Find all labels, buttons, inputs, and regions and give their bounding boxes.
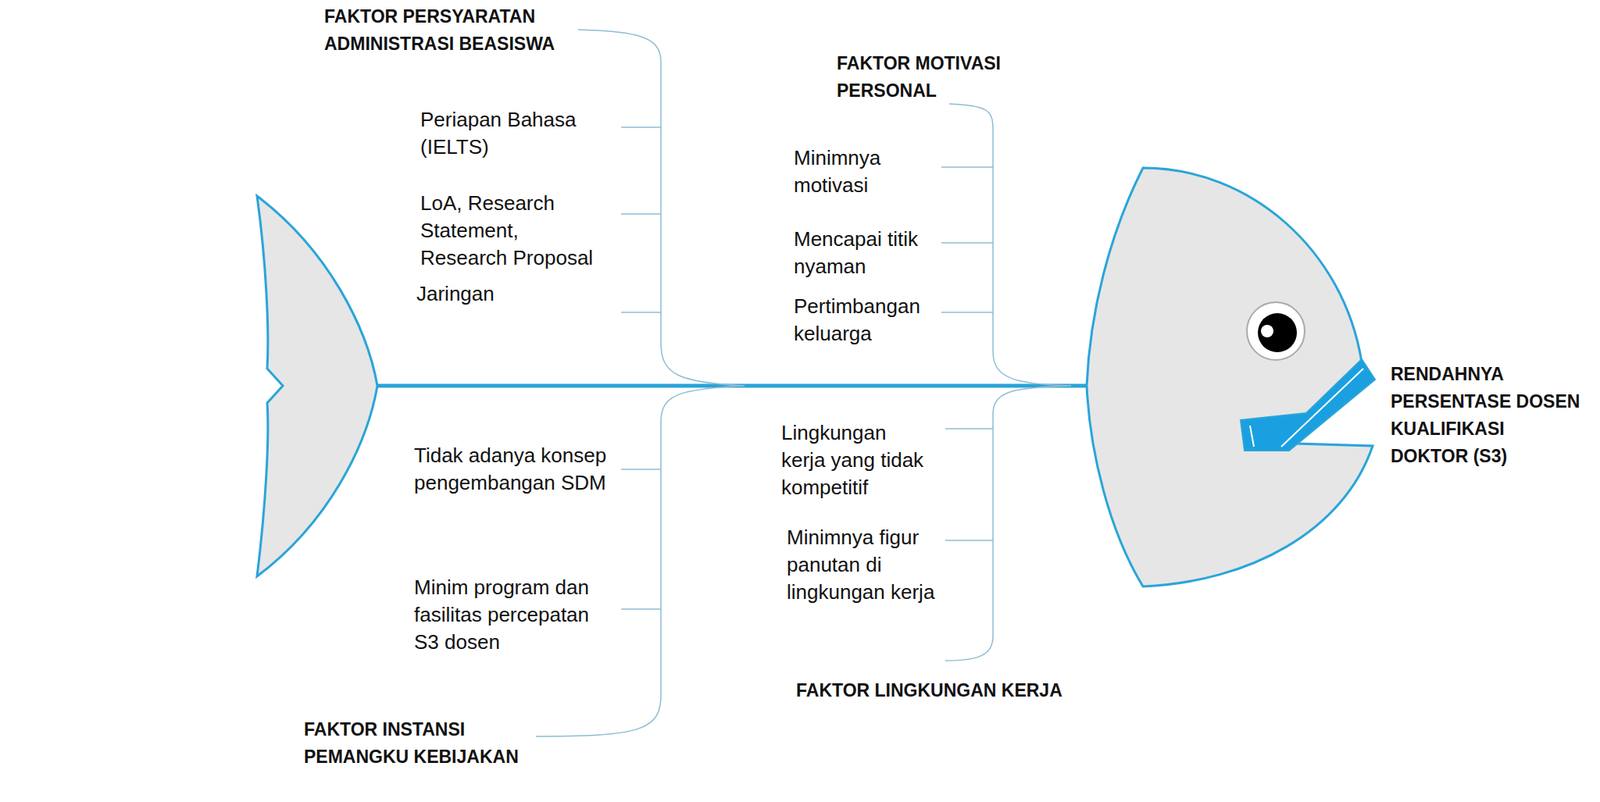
bone-bracket (949, 103, 1072, 386)
category-heading: FAKTOR INSTANSI PEMANGKU KEBIJAKAN (303, 716, 527, 772)
fish-spine (377, 384, 1090, 389)
cause-tick (945, 539, 993, 542)
cause-tick (621, 126, 661, 129)
fish-head (1086, 167, 1373, 587)
mouth-highlight (1281, 368, 1364, 447)
cause-tick (621, 468, 661, 471)
cause-text: Mencapai titik nyaman (793, 225, 935, 281)
bone-bracket (578, 29, 745, 386)
label-anchor: Jaringan (416, 280, 495, 308)
cause-tick (941, 242, 993, 244)
cause-text: LoA, Research Statement, Research Propos… (420, 189, 600, 272)
label-anchor: Minim program dan fasilitas percepatan S… (414, 574, 602, 657)
cause-tick (945, 428, 993, 430)
cause-text: Minim program dan fasilitas percepatan S… (414, 574, 602, 657)
cause-tick (621, 608, 661, 611)
label-anchor: FAKTOR LINGKUNGAN KERJA (796, 677, 1063, 705)
fish-tail (257, 196, 378, 577)
cause-text: Jaringan (416, 280, 495, 308)
mouth-highlight (1250, 425, 1254, 447)
cause-tick (621, 213, 661, 215)
label-anchor: FAKTOR PERSYARATAN ADMINISTRASI BEASISWA (324, 3, 575, 58)
effect-text: RENDAHNYA PERSENTASE DOSEN KUALIFIKASI D… (1390, 360, 1584, 471)
cause-text: Minimnya figur panutan di lingkungan ker… (786, 524, 947, 607)
label-anchor: LoA, Research Statement, Research Propos… (420, 189, 600, 272)
category-heading: FAKTOR LINGKUNGAN KERJA (796, 677, 1063, 705)
cause-text: Lingkungan kerja yang tidak kompetitif (781, 419, 930, 502)
label-anchor: Minimnya figur panutan di lingkungan ker… (786, 524, 947, 607)
cause-text: Minimnya motivasi (793, 144, 919, 200)
label-anchor: RENDAHNYA PERSENTASE DOSEN KUALIFIKASI D… (1390, 360, 1584, 471)
cause-tick (941, 166, 993, 168)
category-heading: FAKTOR MOTIVASI PERSONAL (836, 50, 1013, 105)
cause-text: Pertimbangan keluarga (793, 292, 939, 348)
label-anchor: Minimnya motivasi (793, 144, 919, 200)
category-heading: FAKTOR PERSYARATAN ADMINISTRASI BEASISWA (324, 3, 575, 58)
label-anchor: FAKTOR INSTANSI PEMANGKU KEBIJAKAN (303, 716, 527, 772)
cause-text: Tidak adanya konsep pengembangan SDM (414, 442, 614, 497)
cause-tick (621, 311, 661, 314)
cause-text: Periapan Bahasa (IELTS) (420, 106, 608, 161)
label-anchor: Periapan Bahasa (IELTS) (420, 106, 608, 161)
bone-bracket (535, 385, 745, 737)
label-anchor: FAKTOR MOTIVASI PERSONAL (836, 50, 1013, 105)
fish-pupil (1257, 313, 1297, 353)
fish-mouth (1240, 359, 1375, 451)
cause-tick (941, 311, 993, 314)
label-anchor: Pertimbangan keluarga (793, 292, 939, 348)
label-anchor: Mencapai titik nyaman (793, 225, 935, 281)
label-anchor: Tidak adanya konsep pengembangan SDM (414, 442, 614, 497)
fish-eye (1246, 302, 1305, 361)
bone-bracket (945, 385, 1072, 661)
label-anchor: Lingkungan kerja yang tidak kompetitif (781, 419, 930, 502)
pupil-highlight (1260, 325, 1274, 338)
